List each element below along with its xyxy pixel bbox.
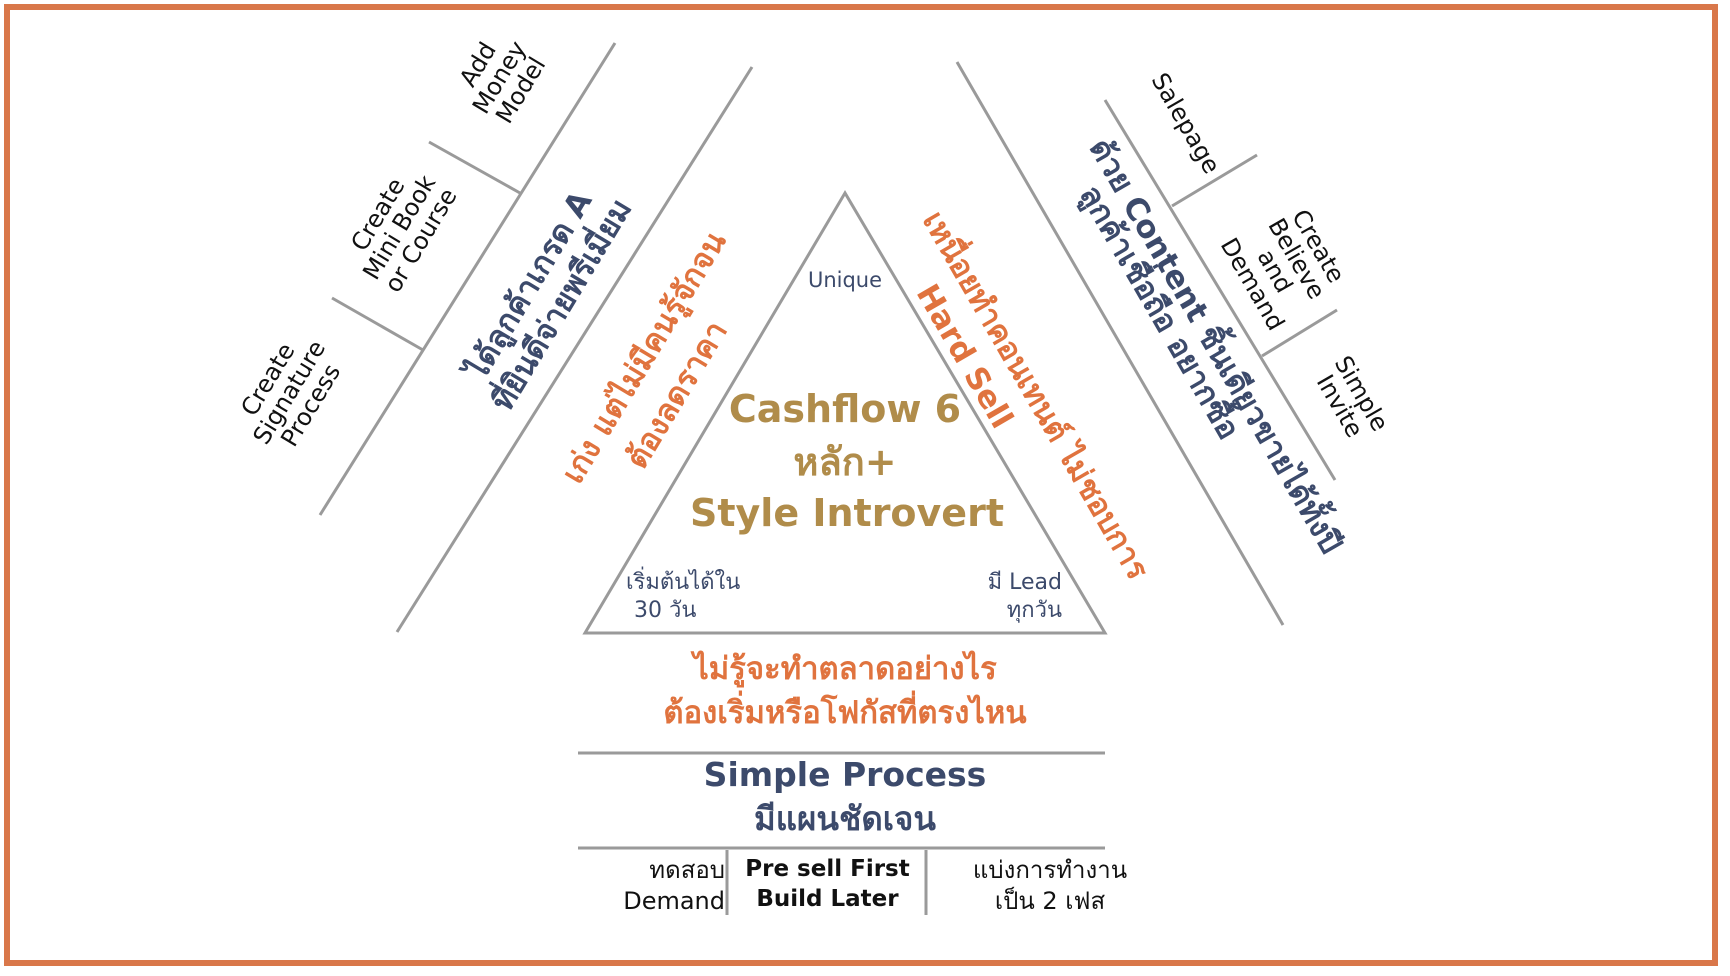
bottom-pain-line1: ไม่รู้จะทำตลาดอย่างไร — [693, 651, 997, 687]
left-separator-1 — [331, 296, 424, 352]
bottom-pain-line2: ต้องเริ่มหรือโฟกัสที่ตรงไหน — [663, 695, 1027, 731]
left-outer-line — [395, 66, 754, 633]
center-top-label: Unique — [807, 268, 883, 292]
center-triangle — [582, 190, 1108, 635]
bottom-result-line2: มีแผนชัดเจน — [754, 799, 936, 838]
center-bottom-left-line2: 30 วัน — [634, 598, 697, 623]
left-far-line — [318, 42, 617, 516]
right-far-line — [1103, 99, 1337, 481]
right-outer-line — [955, 61, 1285, 626]
center-bottom-right-line2: ทุกวัน — [1006, 598, 1062, 623]
center-bottom-right-line1: มี Lead — [987, 570, 1062, 595]
bottom-step-3: แบ่งการทำงาน เป็น 2 เฟส — [972, 856, 1128, 916]
left-separator-2 — [428, 140, 521, 195]
bottom-result-line1: Simple Process — [703, 755, 987, 794]
center-title-line1: Cashflow 6 — [728, 387, 962, 431]
center-title-line2: หลัก+ — [793, 440, 897, 484]
right-separator-1 — [1171, 153, 1258, 208]
center-title-line3: Style Introvert — [690, 491, 1004, 535]
diagram-frame — [4, 4, 1718, 966]
bottom-step-2: Pre sell First Build Later — [745, 856, 910, 912]
bottom-step-1: ทดสอบ Demand — [623, 856, 725, 916]
center-bottom-left-line1: เริ่มต้นได้ใน — [626, 570, 741, 595]
right-separator-2 — [1261, 308, 1338, 358]
